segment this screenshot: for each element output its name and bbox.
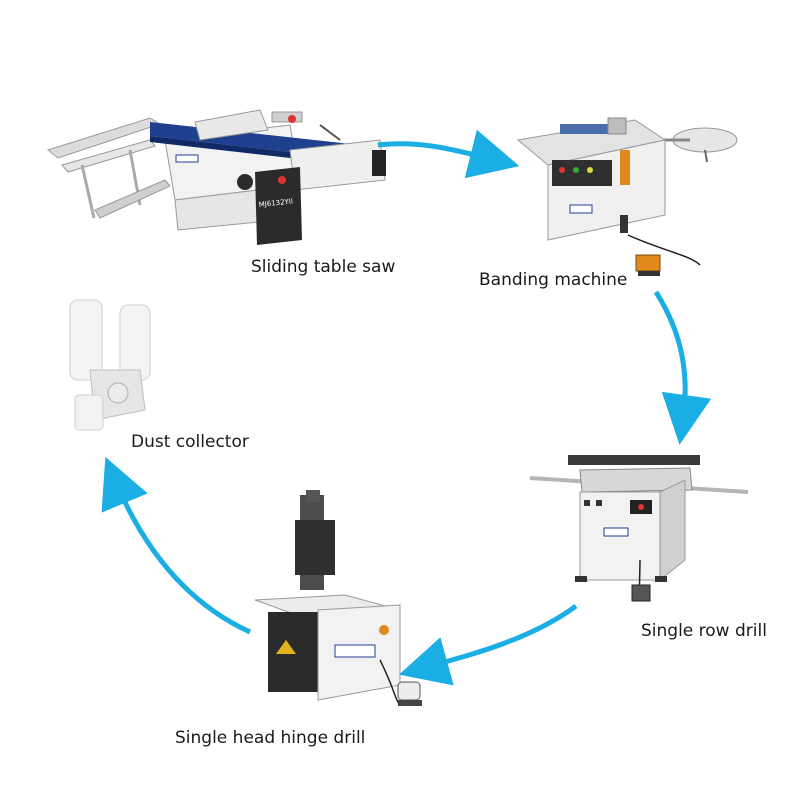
arrow-saw-to-banding — [377, 129, 520, 179]
label-banding-machine: Banding machine — [479, 270, 628, 290]
saw-model-plate: MJ6132YII — [258, 197, 293, 209]
dust-collector-image — [69, 299, 151, 431]
single-head-hinge-drill-image — [254, 490, 422, 706]
arrow-row-drill-to-hinge-drill — [398, 603, 578, 686]
label-sliding-table-saw: Sliding table saw — [251, 257, 396, 277]
banding-machine-image — [516, 117, 738, 276]
flow-arrows — [101, 129, 712, 686]
arrow-banding-to-row-drill — [653, 290, 712, 445]
sliding-table-saw-image: MJ6132YII — [46, 109, 386, 245]
label-single-head-hinge-drill: Single head hinge drill — [175, 728, 366, 748]
single-row-drill-image — [529, 455, 749, 602]
label-dust-collector: Dust collector — [131, 432, 249, 452]
arrow-hinge-drill-to-dust — [101, 456, 252, 635]
label-single-row-drill: Single row drill — [641, 621, 767, 641]
